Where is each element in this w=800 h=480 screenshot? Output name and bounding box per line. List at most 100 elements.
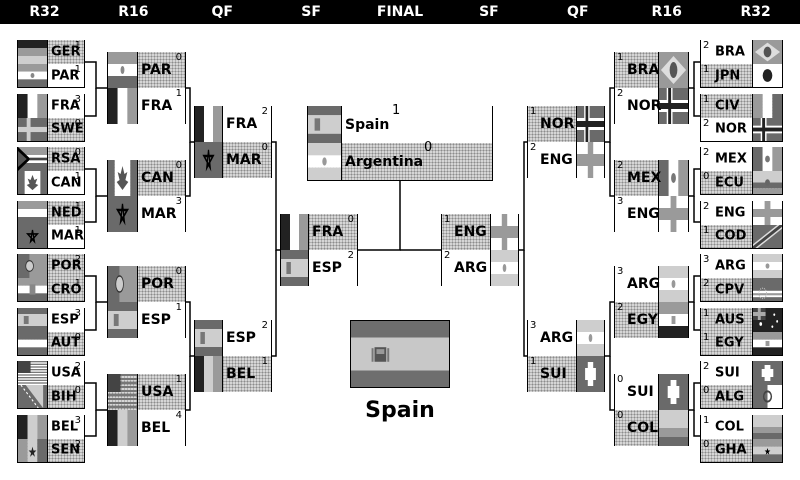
team-score: 2: [530, 142, 537, 153]
portugal-flag-icon: [108, 266, 137, 302]
team-flag: [195, 142, 223, 178]
team-score: 1: [74, 200, 81, 212]
team-score: 0: [74, 385, 81, 396]
spain-flag-icon: [108, 302, 137, 338]
round-label-r16-right: R16: [651, 4, 682, 20]
